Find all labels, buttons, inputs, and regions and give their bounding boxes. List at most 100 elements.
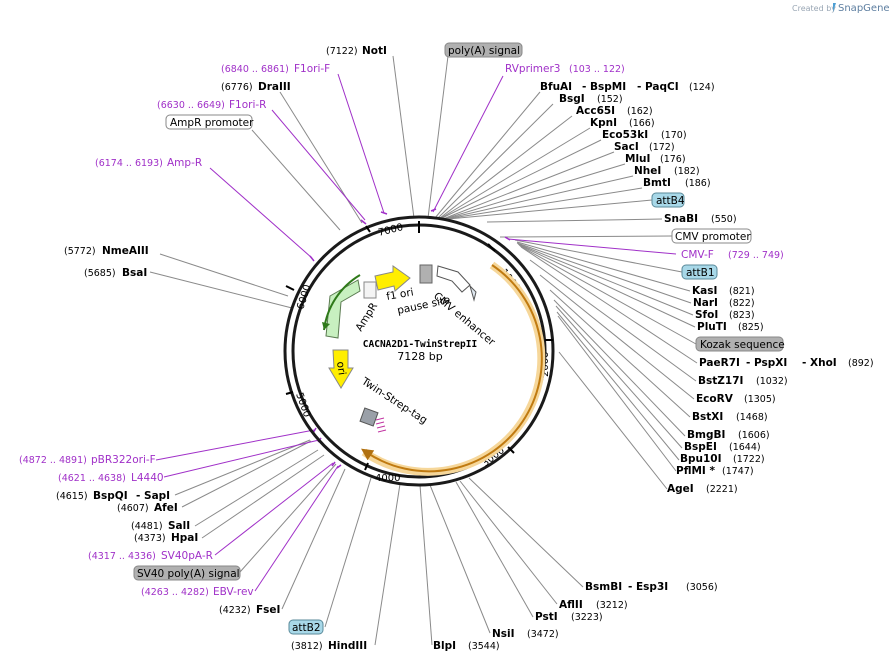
cmv-promoter-arrow <box>468 284 477 302</box>
psti-label[interactable]: PstI <box>535 611 558 623</box>
f1ori-f-label[interactable]: F1ori-F <box>294 63 330 75</box>
pbr322-label[interactable]: pBR322ori-F <box>91 454 156 466</box>
fsei-label[interactable]: FseI <box>256 604 280 616</box>
brand-text: SnapGene <box>838 3 889 14</box>
ebv-label[interactable]: EBV-rev <box>213 586 254 598</box>
ampr-arc-head <box>322 322 330 330</box>
f1ori-r-label[interactable]: F1ori-R <box>229 99 266 111</box>
twin-strep-marks <box>375 417 387 433</box>
cmv-f-pos: (729 .. 749) <box>728 250 784 261</box>
aflii-label[interactable]: AflII <box>559 599 583 611</box>
ebv-pos: (4263 .. 4282) <box>141 587 209 598</box>
pspxi-label[interactable]: - PspXI <box>746 357 787 369</box>
sfoi-label[interactable]: SfoI <box>695 309 718 321</box>
bmti-label[interactable]: BmtI <box>643 177 671 189</box>
agei-label[interactable]: AgeI <box>667 483 694 495</box>
afei-label[interactable]: AfeI <box>154 502 178 514</box>
snabi-label[interactable]: SnaBI <box>664 213 698 225</box>
polya-signal-label: poly(A) signal <box>448 45 520 57</box>
nari-label[interactable]: NarI <box>693 297 718 309</box>
bstxi-pos: (1468) <box>736 412 768 423</box>
ori-label: ori <box>334 361 348 376</box>
bspmi-label[interactable]: - BspMI <box>582 81 626 93</box>
bfuai-pos: (124) <box>689 82 715 93</box>
sapi-label[interactable]: - SapI <box>136 490 170 502</box>
bspei-pos: (1644) <box>729 442 761 453</box>
ampr-arrow <box>325 279 361 339</box>
bstz17i-label[interactable]: BstZ17I <box>698 375 743 387</box>
noti-pos: (7122) <box>326 46 358 57</box>
kasi-label[interactable]: KasI <box>692 285 717 297</box>
ecorv-label[interactable]: EcoRV <box>696 393 734 405</box>
backbone-outer <box>283 215 555 487</box>
saci-label[interactable]: SacI <box>614 141 639 153</box>
cmv-f-label[interactable]: CMV-F <box>681 249 714 261</box>
attb1-box[interactable] <box>681 264 718 280</box>
draiii-label[interactable]: DraIII <box>258 81 291 93</box>
nhei-label[interactable]: NheI <box>634 165 661 177</box>
sv40pa-label[interactable]: SV40pA-R <box>161 550 213 562</box>
bsai-label[interactable]: BsaI <box>122 267 147 279</box>
afei-pos: (4607) <box>117 503 149 514</box>
leader-lines <box>149 55 698 646</box>
cmv-promoter-box[interactable] <box>671 228 752 244</box>
draiii-pos: (6776) <box>221 82 253 93</box>
pflmi-label[interactable]: PflMI * <box>676 465 715 477</box>
kasi-pos: (821) <box>729 286 755 297</box>
bspei-label[interactable]: BspEI <box>684 441 717 453</box>
aflii-pos: (3212) <box>596 600 628 611</box>
acc65i-label[interactable]: Acc65I <box>576 105 615 117</box>
polya-signal-box[interactable] <box>444 42 523 58</box>
ampr-promoter-label: AmpR promoter <box>170 117 254 129</box>
eco53ki-label[interactable]: Eco53kI <box>602 129 648 141</box>
pluti-label[interactable]: PluTI <box>697 321 727 333</box>
attb1-label: attB1 <box>686 267 715 279</box>
ampr-label: AmpR <box>353 301 380 334</box>
paer7i-pos: (892) <box>848 358 874 369</box>
kozak-box[interactable] <box>695 336 784 352</box>
bsgi-label[interactable]: BsgI <box>559 93 585 105</box>
bpu10i-label[interactable]: Bpu10I <box>680 453 722 465</box>
hindiii-pos: (3812) <box>291 641 323 652</box>
sv40-signal-box[interactable] <box>133 565 241 581</box>
ampr-promoter-box[interactable] <box>165 114 253 130</box>
acc65i-pos: (162) <box>627 106 653 117</box>
paer7i-label[interactable]: PaeR7I <box>699 357 740 369</box>
blpi-label[interactable]: BlpI <box>433 640 456 652</box>
bmgbi-label[interactable]: BmgBI <box>687 429 725 441</box>
f1ori-arrow <box>374 265 411 292</box>
kpni-label[interactable]: KpnI <box>590 117 617 129</box>
sali-label[interactable]: SalI <box>168 520 190 532</box>
l4440-label[interactable]: L4440 <box>131 472 164 484</box>
sali-pos: (4481) <box>131 521 163 532</box>
bstz17i-pos: (1032) <box>756 376 788 387</box>
xhoi-label[interactable]: - XhoI <box>802 357 837 369</box>
cmv-promoter-label: CMV promoter <box>675 231 751 243</box>
mlui-label[interactable]: MluI <box>625 153 650 165</box>
tick-7000: 7000 <box>377 222 404 239</box>
esp3i-label[interactable]: - Esp3I <box>628 581 668 593</box>
sv40-box <box>359 407 379 427</box>
orf-arc <box>361 264 543 473</box>
hpai-label[interactable]: HpaI <box>171 532 198 544</box>
amp-r-label[interactable]: Amp-R <box>167 157 202 169</box>
bsmbi-label[interactable]: BsmBI <box>585 581 622 593</box>
hindiii-label[interactable]: HindIII <box>328 640 367 652</box>
nmeaiii-label[interactable]: NmeAIII <box>102 245 149 257</box>
paqci-label[interactable]: - PaqCI <box>637 81 679 93</box>
pbr322-pos: (4872 .. 4891) <box>19 455 87 466</box>
nsii-label[interactable]: NsiI <box>492 628 515 640</box>
bstxi-label[interactable]: BstXI <box>692 411 723 423</box>
noti-label[interactable]: NotI <box>362 45 387 57</box>
mlui-pos: (176) <box>660 154 686 165</box>
nari-pos: (822) <box>729 298 755 309</box>
bspqi-label[interactable]: BspQI <box>93 490 128 502</box>
bsmbi-pos: (3056) <box>686 582 718 593</box>
rvprimer3-label[interactable]: RVprimer3 <box>505 63 561 75</box>
f1ori-label: f1 ori <box>385 286 414 303</box>
bfuai-label[interactable]: BfuAI <box>540 81 572 93</box>
attb4-box[interactable] <box>651 192 685 208</box>
ampr-promoter-mark <box>363 281 377 299</box>
attb2-box[interactable] <box>288 619 324 635</box>
blpi-pos: (3544) <box>468 641 500 652</box>
